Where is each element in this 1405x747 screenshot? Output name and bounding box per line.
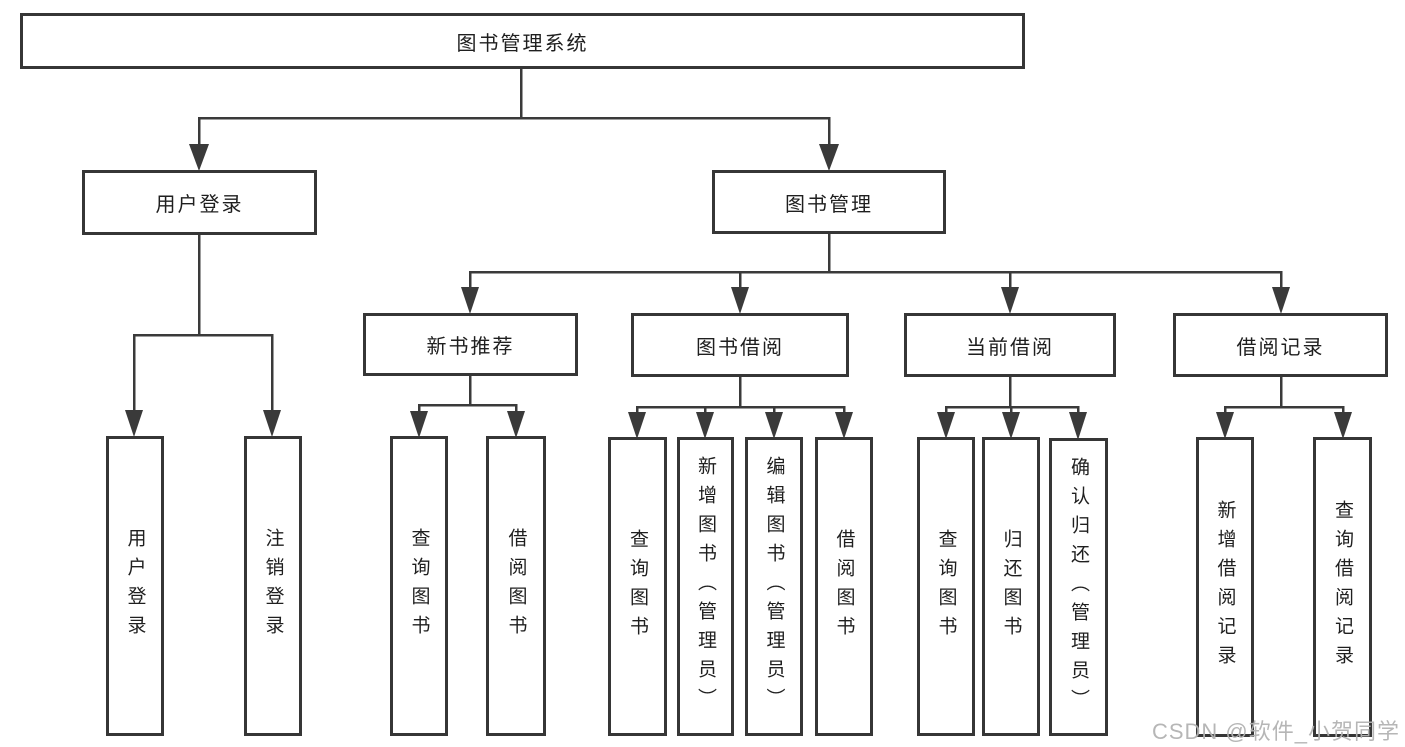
leaf-add-borrow-record: 新增借阅记录	[1196, 437, 1254, 737]
node-borrowing-records: 借阅记录	[1173, 313, 1388, 377]
leaf-query-borrow-record: 查询借阅记录	[1313, 437, 1372, 737]
leaf-return-books: 归还图书	[982, 437, 1040, 736]
node-label: 当前借阅	[966, 336, 1054, 359]
leaf-label: 借阅图书	[833, 528, 855, 645]
node-user-login: 用户登录	[82, 170, 317, 235]
leaf-label: 确认归还（管理员）	[1068, 456, 1089, 718]
leaf-label: 新增图书（管理员）	[695, 456, 716, 717]
node-new-book-recommendation: 新书推荐	[363, 313, 578, 376]
node-library-management-system: 图书管理系统	[20, 13, 1025, 69]
leaf-query-books-borrowing: 查询图书	[608, 437, 667, 736]
leaf-label: 编辑图书（管理员）	[763, 456, 785, 717]
node-label: 借阅记录	[1236, 336, 1325, 359]
node-label: 新书推荐	[426, 336, 515, 358]
node-book-borrowing: 图书借阅	[631, 313, 849, 377]
leaf-query-books-recommend: 查询图书	[390, 436, 448, 736]
node-book-management: 图书管理	[712, 170, 946, 234]
leaf-borrow-books-recommend: 借阅图书	[486, 436, 546, 736]
node-current-borrowing: 当前借阅	[904, 313, 1116, 377]
node-label: 图书借阅	[696, 336, 784, 359]
leaf-label: 新增借阅记录	[1214, 500, 1236, 674]
leaf-logout: 注销登录	[244, 436, 302, 736]
leaf-confirm-return-admin: 确认归还（管理员）	[1049, 438, 1108, 736]
leaf-label: 查询图书	[935, 528, 957, 645]
leaf-label: 借阅图书	[505, 528, 527, 644]
leaf-label: 用户登录	[124, 528, 146, 644]
leaf-query-books-current: 查询图书	[917, 437, 975, 736]
leaf-label: 查询图书	[408, 528, 430, 644]
leaf-borrow-books-borrowing: 借阅图书	[815, 437, 873, 736]
leaf-label: 注销登录	[262, 528, 284, 644]
leaf-label: 查询借阅记录	[1332, 500, 1353, 674]
leaf-label: 归还图书	[1000, 528, 1022, 645]
csdn-watermark: CSDN @软件_小贺同学	[1151, 719, 1400, 744]
leaf-add-book-admin: 新增图书（管理员）	[677, 437, 734, 736]
node-label: 图书管理	[785, 193, 873, 216]
leaf-edit-book-admin: 编辑图书（管理员）	[745, 437, 803, 736]
leaf-label: 查询图书	[627, 528, 648, 645]
leaf-user-login: 用户登录	[106, 436, 164, 736]
node-label: 图书管理系统	[456, 32, 589, 55]
node-label: 用户登录	[155, 194, 244, 216]
